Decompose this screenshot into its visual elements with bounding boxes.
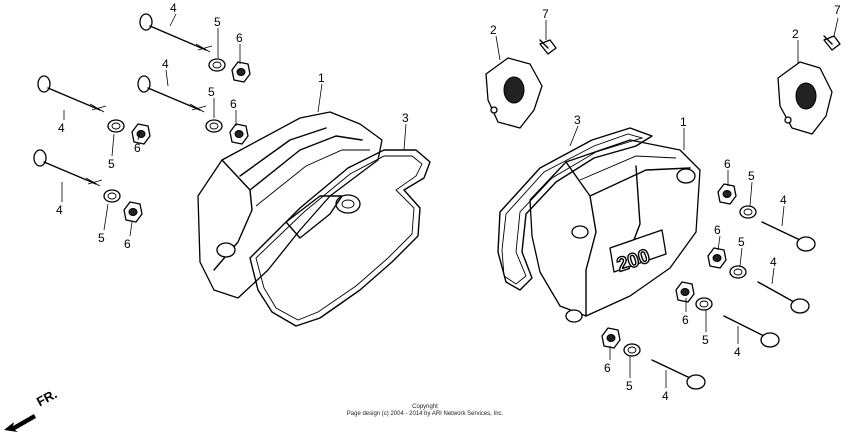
right-nut-3 <box>675 281 695 303</box>
callout-left-nut-3: 6 <box>134 141 141 155</box>
cap-b <box>777 61 833 135</box>
callout-right-bolt-3: 4 <box>734 345 741 359</box>
right-nut-2 <box>707 247 727 269</box>
right-washer-3 <box>695 297 713 311</box>
leader-lines <box>61 13 839 388</box>
right-bolt-1 <box>761 221 816 252</box>
callout-right-bolt-4: 4 <box>662 389 669 403</box>
callout-labels: 1 3 4 5 6 4 5 6 4 5 6 4 5 6 2 7 2 7 3 1 … <box>56 1 841 403</box>
cap-bolt-a <box>539 39 557 55</box>
callout-left-cover: 1 <box>318 71 325 85</box>
front-direction-arrow-icon <box>4 414 36 432</box>
callout-right-washer-2: 5 <box>738 235 745 249</box>
callout-right-washer-4: 5 <box>626 379 633 393</box>
right-nut-4 <box>601 327 621 349</box>
left-cover-gasket <box>249 149 431 327</box>
callout-right-nut-1: 6 <box>724 157 731 171</box>
left-washer-4 <box>103 189 121 203</box>
callout-right-gasket: 3 <box>574 113 581 127</box>
right-nut-1 <box>717 183 737 205</box>
callout-cap-b: 2 <box>792 27 799 41</box>
left-washer-3 <box>107 119 125 133</box>
left-nut-4 <box>123 201 143 223</box>
callout-cap-bolt-b: 7 <box>834 3 841 17</box>
left-bolt-2 <box>137 75 207 113</box>
callout-left-bolt-3: 4 <box>58 121 65 135</box>
right-washer-1 <box>739 205 757 219</box>
callout-left-bolt-2: 4 <box>162 57 169 71</box>
callout-left-bolt-1: 4 <box>170 1 177 15</box>
callout-left-nut-4: 6 <box>124 237 131 251</box>
callout-left-washer-2: 5 <box>208 85 215 99</box>
callout-left-nut-1: 6 <box>236 31 243 45</box>
right-washer-4 <box>623 343 641 357</box>
left-bolt-4 <box>33 149 103 187</box>
left-bolt-1 <box>139 13 213 53</box>
right-bolt-4 <box>651 359 706 390</box>
copyright-line-1: Copyright <box>412 404 438 410</box>
left-bolt-3 <box>37 75 107 113</box>
callout-left-nut-2: 6 <box>230 97 237 111</box>
left-nut-1 <box>231 61 251 83</box>
left-cylinder-head-cover <box>197 111 383 299</box>
right-bolt-2 <box>757 281 810 314</box>
callout-right-washer-3: 5 <box>702 333 709 347</box>
copyright-line-2: Page design (c) 2004 - 2014 by ARI Netwo… <box>346 411 504 417</box>
right-cylinder-head-cover <box>529 139 701 323</box>
callout-right-bolt-2: 4 <box>770 255 777 269</box>
callout-left-gasket: 3 <box>402 111 409 125</box>
callout-cap-bolt-a: 7 <box>542 7 549 21</box>
cap-bolt-b <box>823 35 841 51</box>
callout-right-washer-1: 5 <box>748 169 755 183</box>
right-cover-gasket <box>497 127 653 291</box>
cap-a <box>485 57 543 129</box>
right-bolt-3 <box>723 315 780 348</box>
left-nut-2 <box>229 123 249 145</box>
callout-cap-a: 2 <box>490 23 497 37</box>
right-washer-2 <box>729 265 747 279</box>
left-washer-2 <box>205 119 223 133</box>
callout-left-washer-1: 5 <box>214 15 221 29</box>
callout-right-bolt-1: 4 <box>780 193 787 207</box>
callout-right-cover: 1 <box>680 115 687 129</box>
left-washer-1 <box>208 58 226 72</box>
callout-right-nut-3: 6 <box>682 313 689 327</box>
callout-left-bolt-4: 4 <box>56 203 63 217</box>
callout-right-nut-4: 6 <box>604 361 611 375</box>
callout-right-nut-2: 6 <box>714 223 721 237</box>
copyright-notice: Copyright Page design (c) 2004 - 2014 by… <box>0 404 850 418</box>
callout-left-washer-3: 5 <box>108 157 115 171</box>
callout-left-washer-4: 5 <box>98 231 105 245</box>
